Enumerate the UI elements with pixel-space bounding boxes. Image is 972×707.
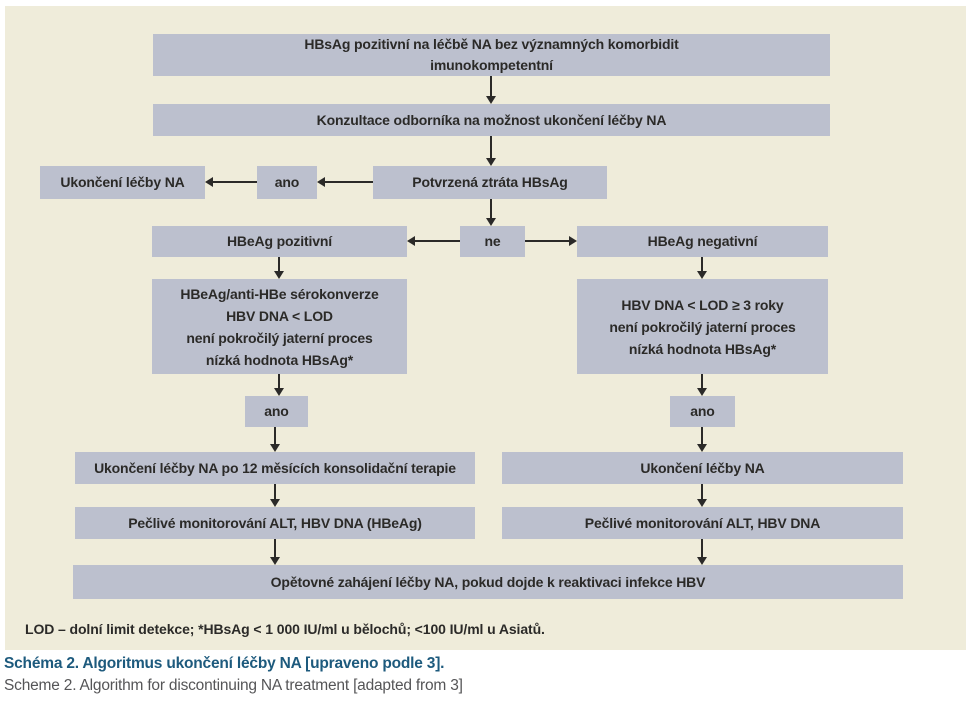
arrow-criteria-right-to-yes-icon — [697, 374, 707, 396]
figure-caption: Schéma 2. Algoritmus ukončení léčby NA [… — [4, 655, 463, 695]
caption-english: Scheme 2. Algorithm for discontinuing NA… — [4, 677, 463, 694]
node-hbeag-negative: HBeAg negativní — [577, 226, 828, 257]
arrow-consult-to-loss-icon — [486, 136, 496, 166]
arrow-start-to-consult-icon — [486, 76, 496, 104]
arrow-stop-right-to-monitor-icon — [697, 484, 707, 507]
flowchart-panel: HBsAg pozitivní na léčbě NA bez významný… — [5, 6, 966, 650]
node-criteria-hbeag-negative: HBV DNA < LOD ≥ 3 roky není pokročilý ja… — [577, 279, 828, 374]
arrow-stop-left-to-monitor-icon — [270, 484, 280, 507]
arrow-loss-to-no-icon — [486, 199, 496, 226]
arrow-criteria-left-to-yes-icon — [274, 374, 284, 396]
arrow-positive-to-criteria-icon — [274, 257, 284, 279]
node-hbeag-positive: HBeAg pozitivní — [152, 226, 407, 257]
arrow-negative-to-criteria-icon — [697, 257, 707, 279]
node-decision-yes-left: ano — [245, 396, 308, 427]
node-stop-na-right: Ukončení léčby NA — [502, 452, 903, 484]
node-decision-no: ne — [460, 226, 525, 257]
arrow-no-to-negative-icon — [525, 236, 577, 246]
arrow-yes-right-to-stop-icon — [697, 427, 707, 452]
node-restart-na: Opětovné zahájení léčby NA, pokud dojde … — [73, 565, 903, 599]
arrow-loss-to-yes-icon — [317, 177, 373, 187]
node-decision-yes-right: ano — [670, 396, 735, 427]
node-consult-specialist: Konzultace odborníka na možnost ukončení… — [153, 104, 830, 136]
node-decision-yes-top: ano — [257, 166, 317, 199]
node-start-patient-status: HBsAg pozitivní na léčbě NA bez významný… — [153, 34, 830, 76]
node-stop-na-top: Ukončení léčby NA — [40, 166, 205, 199]
node-hbsag-loss-confirmed: Potvrzená ztráta HBsAg — [373, 166, 607, 199]
node-monitoring-right: Pečlivé monitorování ALT, HBV DNA — [502, 507, 903, 539]
footnote: LOD – dolní limit detekce; *HBsAg < 1 00… — [25, 621, 545, 637]
caption-czech: Schéma 2. Algoritmus ukončení léčby NA [… — [4, 655, 445, 672]
arrow-yes-to-stop-top-icon — [205, 177, 257, 187]
arrow-monitor-right-to-restart-icon — [697, 539, 707, 565]
arrow-yes-left-to-stop-icon — [270, 427, 280, 452]
arrow-no-to-positive-icon — [407, 236, 460, 246]
arrow-monitor-left-to-restart-icon — [270, 539, 280, 565]
node-monitoring-left: Pečlivé monitorování ALT, HBV DNA (HBeAg… — [75, 507, 475, 539]
node-stop-na-after-consolidation: Ukončení léčby NA po 12 měsících konsoli… — [75, 452, 475, 484]
node-criteria-hbeag-positive: HBeAg/anti-HBe sérokonverze HBV DNA < LO… — [152, 279, 407, 374]
